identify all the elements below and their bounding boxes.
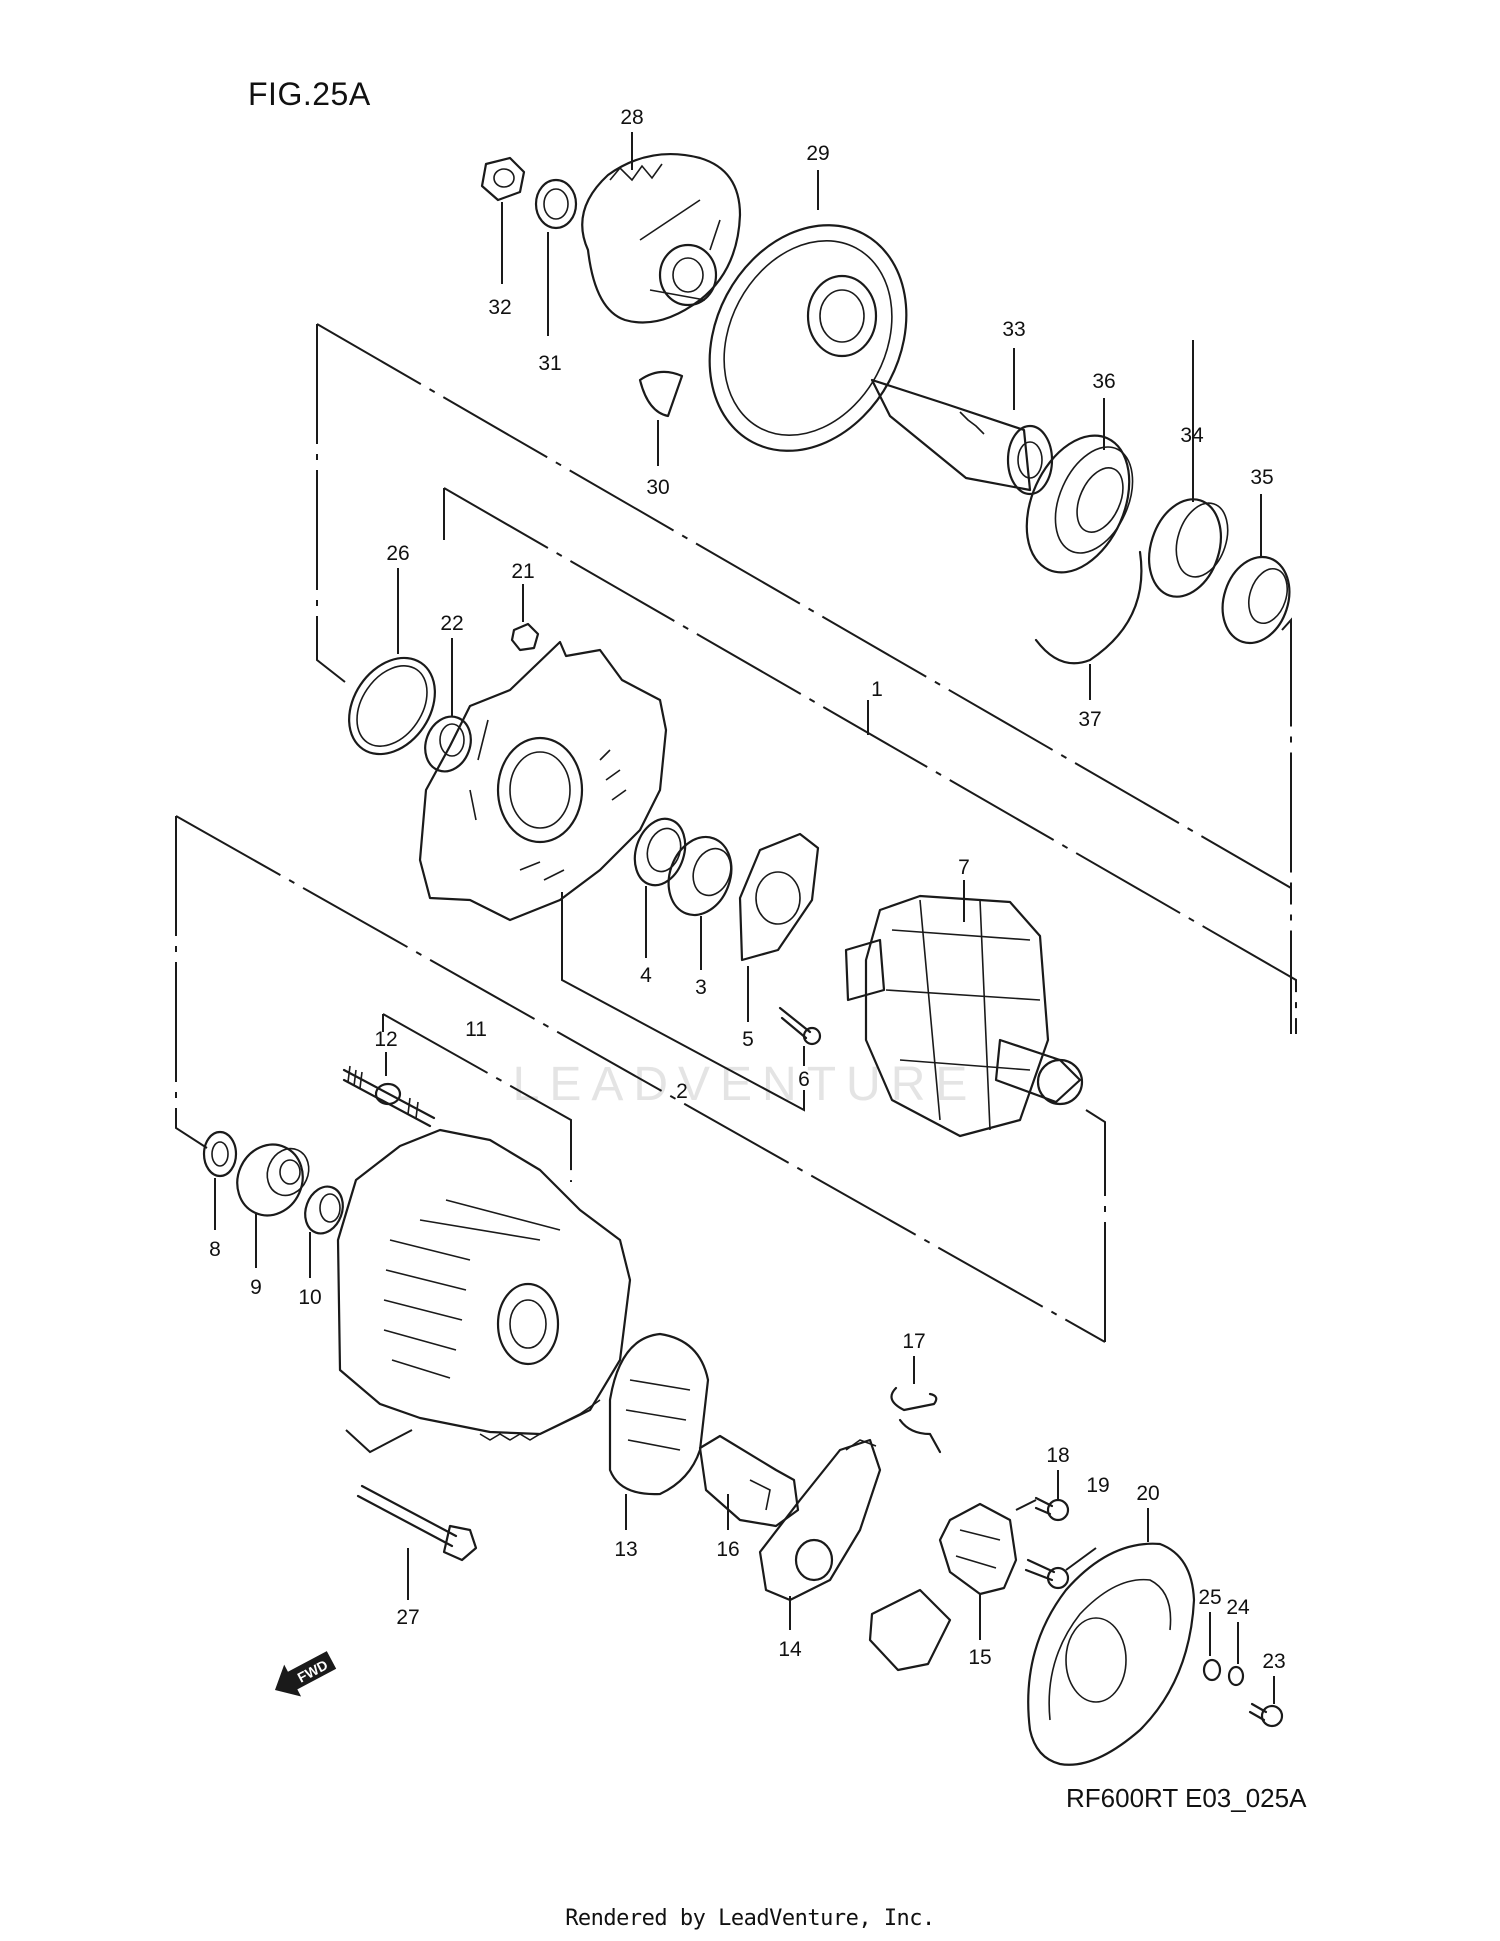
callout-25: 25 — [1198, 1586, 1221, 1609]
callout-29: 29 — [806, 142, 829, 165]
part-3-bearing[interactable] — [658, 828, 742, 970]
part-30-key[interactable] — [638, 370, 684, 466]
callout-28: 28 — [620, 106, 643, 129]
assembly-bracket-outer — [316, 323, 1292, 1034]
part-6-screw[interactable] — [778, 1006, 822, 1066]
part-1-front-housing[interactable] — [418, 640, 668, 922]
part-28-starter-clutch[interactable] — [581, 132, 742, 324]
callout-9: 9 — [250, 1276, 262, 1299]
part-34-sleeve[interactable] — [1137, 340, 1236, 606]
assembly-bracket-11 — [382, 1013, 572, 1182]
part-8-washer[interactable] — [202, 1130, 238, 1230]
part-16-rectifier[interactable] — [698, 1434, 800, 1530]
callout-19: 19 — [1086, 1474, 1109, 1497]
callout-15: 15 — [968, 1646, 991, 1669]
part-29-starter-gear[interactable] — [671, 170, 944, 485]
part-37-circlip[interactable] — [1034, 550, 1143, 700]
callout-37: 37 — [1078, 708, 1101, 731]
watermark-text: LEADVENTURE — [513, 1058, 978, 1111]
callout-14: 14 — [778, 1638, 802, 1661]
callout-11: 11 — [465, 1018, 487, 1041]
part-9-bearing[interactable] — [226, 1134, 316, 1268]
callout-22: 22 — [440, 612, 463, 635]
callout-32: 32 — [488, 296, 511, 319]
part-5-bearing-retainer[interactable] — [738, 832, 820, 1022]
part-19-screw[interactable] — [1024, 1547, 1097, 1590]
assembly-bracket-2 — [561, 892, 805, 1112]
part-33-shaft[interactable] — [870, 348, 1054, 496]
part-14-brush-holder[interactable] — [758, 1438, 882, 1630]
callout-26: 26 — [386, 542, 409, 565]
callout-7: 7 — [958, 856, 970, 879]
callout-20: 20 — [1136, 1482, 1159, 1505]
callout-8: 8 — [209, 1238, 221, 1261]
callout-17: 17 — [902, 1330, 925, 1353]
figure-title: FIG.25A — [248, 76, 371, 112]
part-11-rear-housing[interactable] — [336, 1128, 632, 1441]
part-15-regulator[interactable] — [868, 1502, 1018, 1672]
part-24-lock-washer[interactable] — [1227, 1622, 1245, 1687]
part-22-oil-seal[interactable] — [418, 638, 478, 778]
part-10-seal[interactable] — [299, 1181, 349, 1278]
callout-5: 5 — [742, 1028, 754, 1051]
assembly-bracket-1 — [443, 487, 1297, 1034]
part-4-seal[interactable] — [627, 812, 694, 958]
part-12-stud-bolt[interactable] — [342, 1052, 436, 1128]
callout-31: 31 — [538, 352, 561, 375]
callout-6: 6 — [798, 1068, 810, 1091]
part-20-end-cover[interactable] — [1027, 1508, 1196, 1766]
part-23-screw[interactable] — [1248, 1676, 1284, 1728]
part-35-bearing[interactable] — [1212, 494, 1300, 652]
figure-code: RF600RT E03_025A — [1066, 1783, 1307, 1813]
callout-30: 30 — [646, 476, 669, 499]
part-13-stator[interactable] — [608, 1332, 710, 1530]
part-17-spring-clip[interactable] — [890, 1356, 942, 1454]
part-27-through-bolt[interactable] — [345, 1429, 478, 1600]
callout-3: 3 — [695, 976, 707, 999]
callout-21: 21 — [511, 560, 534, 583]
callout-35: 35 — [1250, 466, 1273, 489]
footer-credit: Rendered by LeadVenture, Inc. — [565, 1906, 935, 1931]
part-31-washer[interactable] — [534, 178, 578, 336]
part-18-screw[interactable] — [1015, 1470, 1070, 1522]
callout-24: 24 — [1226, 1596, 1250, 1619]
callout-33: 33 — [1002, 318, 1025, 341]
callout-34: 34 — [1180, 424, 1204, 447]
part-21-nut[interactable] — [510, 584, 540, 652]
callout-18: 18 — [1046, 1444, 1069, 1467]
callout-1: 1 — [871, 678, 883, 701]
part-32-nut[interactable] — [480, 156, 526, 284]
callout-2: 2 — [676, 1080, 688, 1103]
callout-23: 23 — [1262, 1650, 1285, 1673]
callout-16: 16 — [716, 1538, 739, 1561]
callout-13: 13 — [614, 1538, 637, 1561]
callout-36: 36 — [1092, 370, 1115, 393]
callout-12: 12 — [374, 1028, 397, 1051]
assembly-bracket-left — [175, 815, 1106, 1343]
part-26-o-ring[interactable] — [331, 568, 452, 770]
part-25-washer[interactable] — [1202, 1612, 1222, 1682]
callout-10: 10 — [298, 1286, 321, 1309]
part-36-bearing[interactable] — [1007, 398, 1150, 588]
part-7-rotor[interactable] — [844, 880, 1084, 1138]
bracket-35 — [1281, 617, 1292, 888]
fwd-arrow-icon: FWD — [274, 1651, 337, 1697]
callout-4: 4 — [640, 964, 652, 987]
callout-27: 27 — [396, 1606, 419, 1629]
